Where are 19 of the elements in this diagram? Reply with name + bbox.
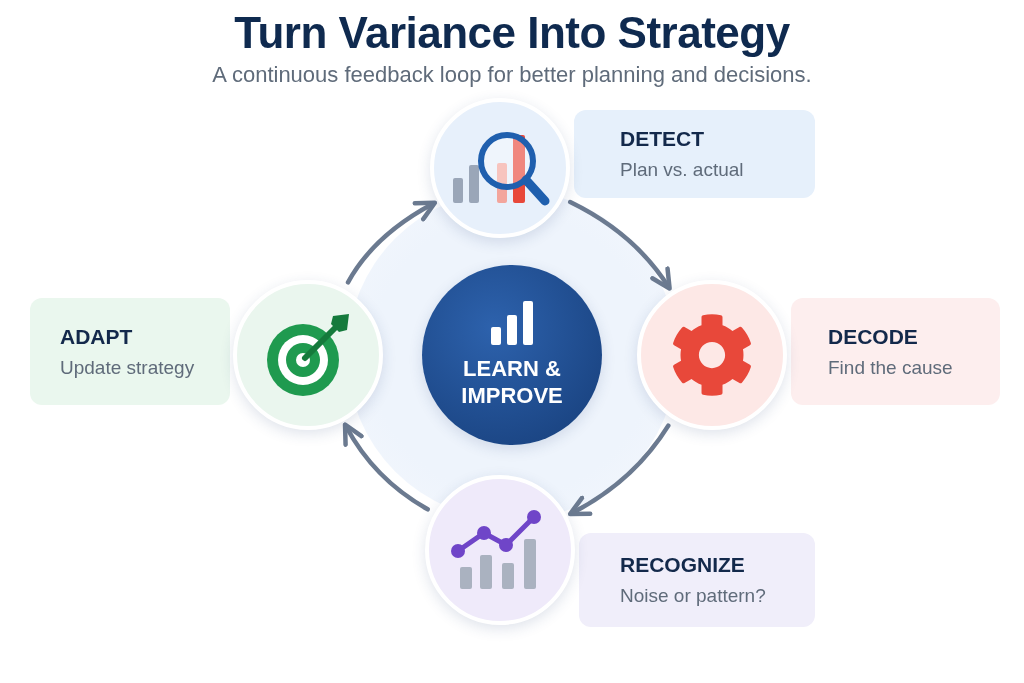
- stage-heading: ADAPT: [60, 324, 134, 349]
- stage-description: Update strategy: [60, 356, 196, 379]
- stage-heading: RECOGNIZE: [620, 553, 746, 577]
- cycle-arrow: [567, 423, 671, 517]
- stage-heading: DECODE: [828, 324, 919, 349]
- stage-heading: DETECT: [620, 127, 705, 151]
- stage-card: [791, 298, 1000, 405]
- stage-card: [574, 110, 815, 198]
- cycle-arrow: [345, 200, 438, 285]
- subtitle: A continuous feedback loop for better planning and decisions.: [212, 62, 812, 88]
- stage-description: Noise or pattern?: [620, 585, 767, 607]
- stage-card: [30, 298, 230, 405]
- stage-description: Plan vs. actual: [620, 159, 745, 181]
- title: Turn Variance Into Strategy: [234, 8, 790, 58]
- cycle-arrow: [567, 199, 672, 291]
- stage-card: [579, 533, 815, 627]
- cycle-arrow: [342, 422, 430, 512]
- center-label: LEARN & IMPROVE: [460, 354, 564, 410]
- stage-description: Find the cause: [828, 356, 954, 379]
